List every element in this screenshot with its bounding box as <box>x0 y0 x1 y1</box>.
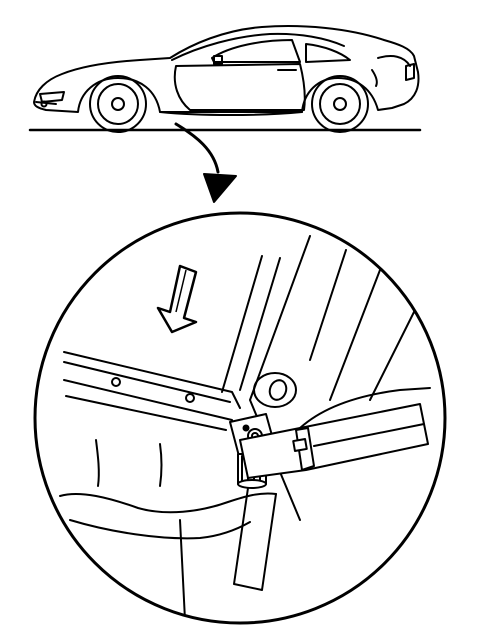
tool-upper-curve <box>299 387 431 429</box>
car-front-wheel <box>89 75 147 133</box>
car-side-window <box>211 39 301 63</box>
door-frame-upper <box>221 255 281 393</box>
car-front-lamp <box>40 100 48 108</box>
car-tail-light <box>405 63 415 81</box>
door-sill-inner <box>63 361 231 403</box>
door-lower-contour <box>59 492 277 514</box>
pillar-line-1 <box>309 249 347 361</box>
tool-slot <box>292 438 308 452</box>
pillar-line-3 <box>369 299 421 401</box>
door-sill-top <box>63 351 241 409</box>
car-rear-wheel <box>311 75 369 133</box>
car-door-outline <box>173 63 306 111</box>
door-striker-detail <box>33 211 447 625</box>
car-rear-window <box>305 43 351 63</box>
sill-hole-1 <box>111 377 121 387</box>
access-hole-inner <box>268 379 288 401</box>
car-side-vent <box>371 69 378 87</box>
striker-bolt-top <box>242 424 250 432</box>
sill-hole-2 <box>185 393 195 403</box>
car-headlight <box>39 91 65 103</box>
door-curve-line <box>69 519 251 540</box>
pillar-line-2 <box>329 269 381 401</box>
access-hole-outer <box>253 372 297 408</box>
curved-arrow <box>174 122 237 203</box>
car-roof-line <box>171 32 345 61</box>
door-frame-diagonal <box>249 235 311 521</box>
car-side-view <box>28 25 422 133</box>
car-rocker-line <box>159 111 303 116</box>
car-body-outline <box>33 25 420 113</box>
door-sill-lower <box>63 379 241 447</box>
door-sill-edge <box>65 395 227 431</box>
door-slot-2 <box>159 443 163 487</box>
tool-handle-line <box>313 423 425 447</box>
car-rear-fender <box>377 55 411 67</box>
door-slot-1 <box>95 439 100 487</box>
lower-pillar-strip <box>233 487 277 591</box>
car-side-mirror <box>213 55 223 65</box>
detail-circle-border <box>33 211 447 625</box>
downward-arrow <box>156 264 198 334</box>
